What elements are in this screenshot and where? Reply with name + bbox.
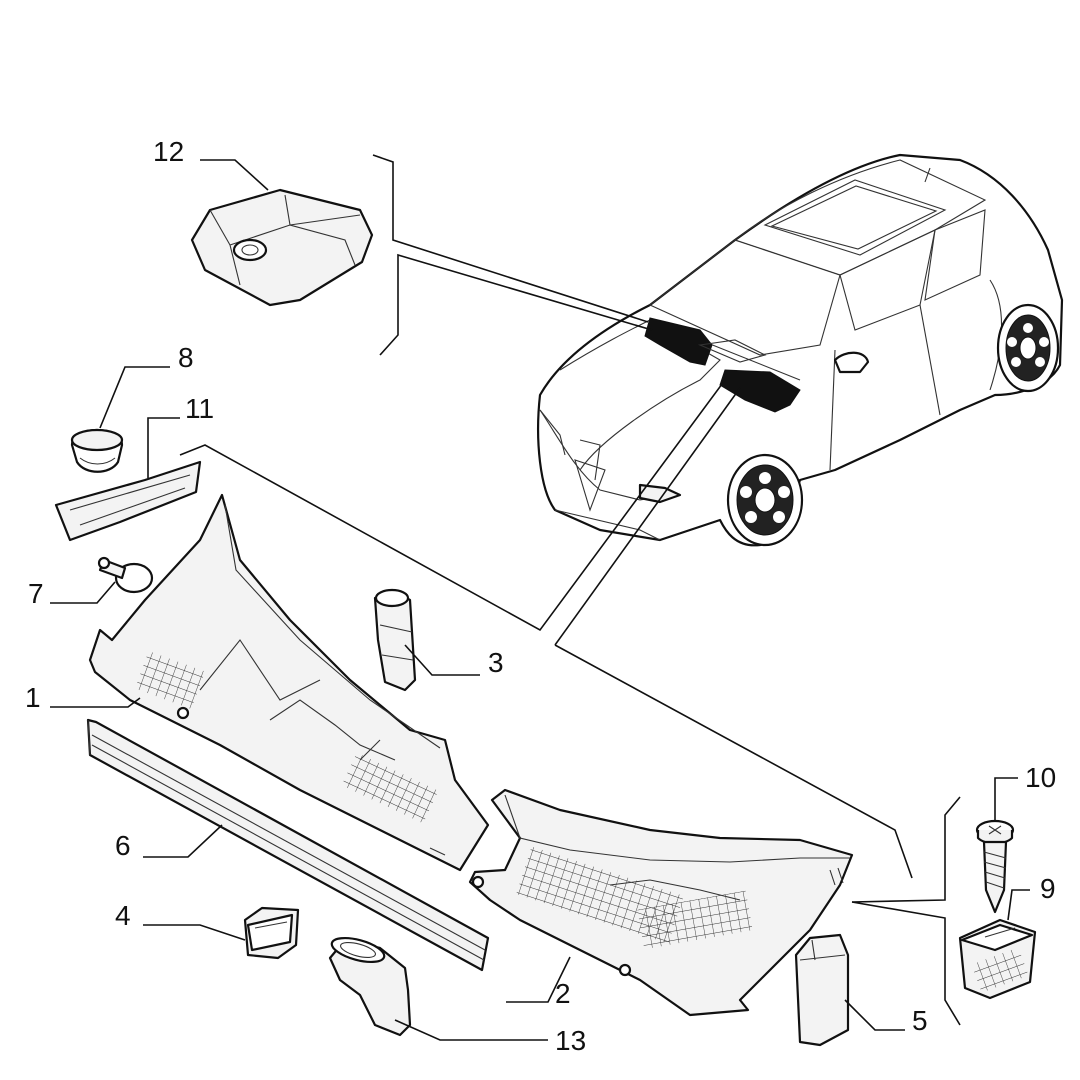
callout-labels: 12 8 11 7 3 1 6 4 2 13 5 10 9 — [25, 136, 1056, 1056]
callout-12: 12 — [153, 136, 184, 167]
callout-9: 9 — [1040, 873, 1056, 904]
part-2-cowl-right — [468, 788, 854, 1017]
part-5-cover — [794, 933, 850, 1047]
callout-11: 11 — [185, 393, 214, 424]
part-6-seal-strip — [86, 718, 490, 972]
bracket-lines — [179, 154, 961, 1026]
part-7-clip — [97, 556, 154, 594]
callout-3: 3 — [488, 647, 504, 678]
callout-leaders — [50, 159, 1030, 1041]
part-11-trim-strip — [54, 460, 202, 542]
callout-6: 6 — [115, 830, 131, 861]
callout-7: 7 — [28, 578, 44, 609]
part-3-duct — [373, 588, 417, 692]
part-9-clip-nut — [958, 918, 1037, 1000]
callout-5: 5 — [912, 1005, 928, 1036]
part-4-bracket — [243, 906, 300, 960]
callout-4: 4 — [115, 900, 131, 931]
part-12-insulation-pad — [190, 188, 374, 307]
part-8-plug — [70, 428, 124, 473]
callout-2: 2 — [555, 978, 571, 1009]
callout-8: 8 — [178, 342, 194, 373]
car-illustration — [537, 153, 1064, 547]
callout-13: 13 — [555, 1025, 586, 1056]
part-10-screw — [975, 819, 1015, 914]
part-1-cowl-left — [88, 493, 490, 872]
part-13-duct — [328, 936, 412, 1037]
callout-1: 1 — [25, 682, 41, 713]
callout-10: 10 — [1025, 762, 1056, 793]
